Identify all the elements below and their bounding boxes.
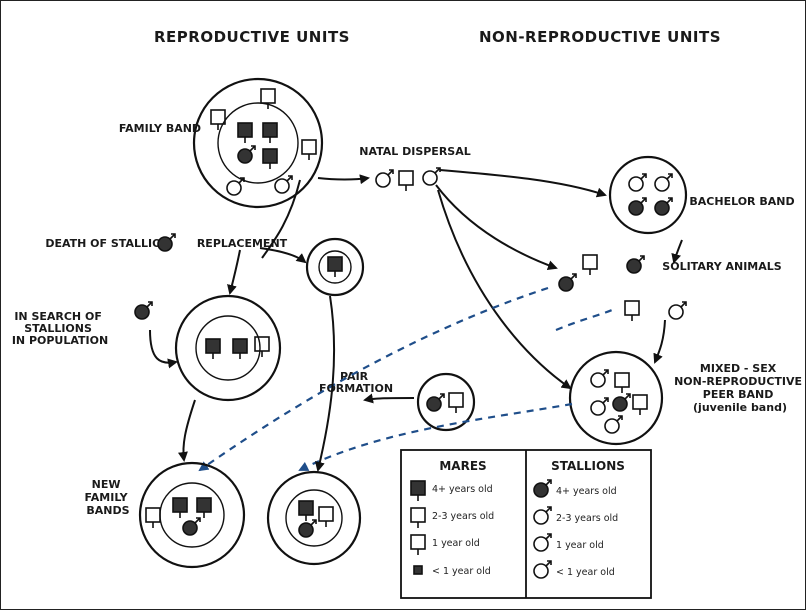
arrow-to-bachelor (439, 169, 607, 198)
arrow-to-search-band (227, 249, 241, 295)
legend-mare-1: 2-3 years old (432, 511, 494, 522)
legend-mares-title: MARES (439, 459, 486, 473)
dashed-arrow-solitary-to-new (198, 286, 549, 472)
bachelor-band-label: BACHELOR BAND (689, 195, 794, 208)
family-band-label: FAMILY BAND (119, 122, 201, 135)
arrow-to-mixed-band (437, 189, 572, 390)
arrow-replacement (259, 247, 307, 264)
stallion-search-label: IN SEARCH OF STALLIONS IN POPULATION (12, 310, 108, 347)
legend-stallion-2: 1 year old (556, 540, 604, 551)
legend: MARES STALLIONS 4+ years old 2-3 years o… (400, 449, 652, 599)
arrow-stallion-join (149, 329, 178, 369)
solitary-animals-label: SOLITARY ANIMALS (662, 260, 781, 273)
pair-formation-label: PAIR FORMATION (319, 370, 393, 395)
bachelor-band-unit (608, 155, 688, 235)
new-family-bands-label: NEW FAMILY BANDS (85, 478, 132, 517)
arrow-family-down (261, 179, 301, 259)
stallion-search-band-unit (174, 294, 282, 402)
mixed-sex-band-unit (568, 350, 664, 446)
legend-mare-3: < 1 year old (432, 566, 491, 577)
legend-stallion-0: 4+ years old (556, 486, 617, 497)
pair-unit (416, 372, 476, 432)
dispersing-animals (375, 167, 441, 192)
arrow-to-dispersal (317, 174, 370, 185)
death-of-stallion-label: DEATH OF STALLION (45, 237, 170, 250)
takeover-band-unit (305, 237, 365, 297)
arrow-pair (363, 393, 415, 404)
family-band-unit (192, 77, 324, 209)
mixed-sex-band-label: MIXED - SEX NON-REPRODUCTIVE PEER BAND (… (674, 362, 806, 414)
legend-stallion-3: < 1 year old (556, 567, 615, 578)
legend-stallion-1: 2-3 years old (556, 513, 618, 524)
legend-mare-0: 4+ years old (432, 484, 493, 495)
non-reproductive-units-header: NON-REPRODUCTIVE UNITS (479, 28, 721, 46)
new-family-band-2 (266, 470, 362, 566)
reproductive-units-header: REPRODUCTIVE UNITS (154, 28, 350, 46)
replacement-label: REPLACEMENT (197, 237, 288, 250)
arrow-bachelor-to-solitary (671, 239, 683, 264)
arrow-takeover-to-new2 (315, 295, 336, 472)
arrow-to-solitary (435, 184, 558, 270)
arrow-search-to-new1 (177, 399, 196, 462)
new-family-band-1 (138, 461, 246, 569)
dashed-link-solitary (555, 308, 613, 332)
legend-mare-2: 1 year old (432, 538, 480, 549)
legend-stallions-title: STALLIONS (551, 459, 625, 473)
mare-foal-icon (413, 565, 423, 575)
arrow-solitary-to-mixed (653, 319, 666, 364)
natal-dispersal-label: NATAL DISPERSAL (359, 145, 471, 158)
